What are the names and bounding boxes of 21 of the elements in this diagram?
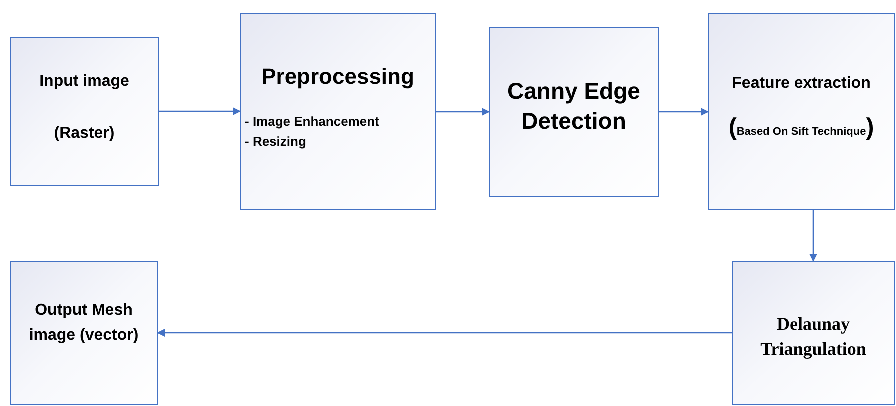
node-label: Output Mesh image (vector) (28, 301, 140, 346)
arrow (810, 210, 818, 262)
node-label: Feature extraction (732, 74, 871, 94)
process-box (732, 261, 895, 405)
node-label: Canny Edge Detection (506, 77, 642, 136)
node-label: Delaunay Triangulation (760, 313, 868, 361)
arrow (659, 108, 709, 116)
node-label: - Resizing (245, 133, 306, 151)
node-label: Preprocessing (262, 66, 414, 88)
node-label: (Raster) (54, 124, 115, 144)
process-box (489, 27, 659, 197)
node-label: (Based On Sift Technique) (728, 116, 874, 140)
node-label: - Image Enhancement (245, 113, 380, 131)
process-box (10, 261, 158, 405)
arrow (159, 108, 241, 116)
node-label: Input image (40, 72, 130, 92)
arrow (436, 108, 490, 116)
process-box (240, 13, 436, 210)
process-box (10, 37, 159, 186)
arrow (157, 329, 732, 337)
process-box (708, 13, 895, 210)
